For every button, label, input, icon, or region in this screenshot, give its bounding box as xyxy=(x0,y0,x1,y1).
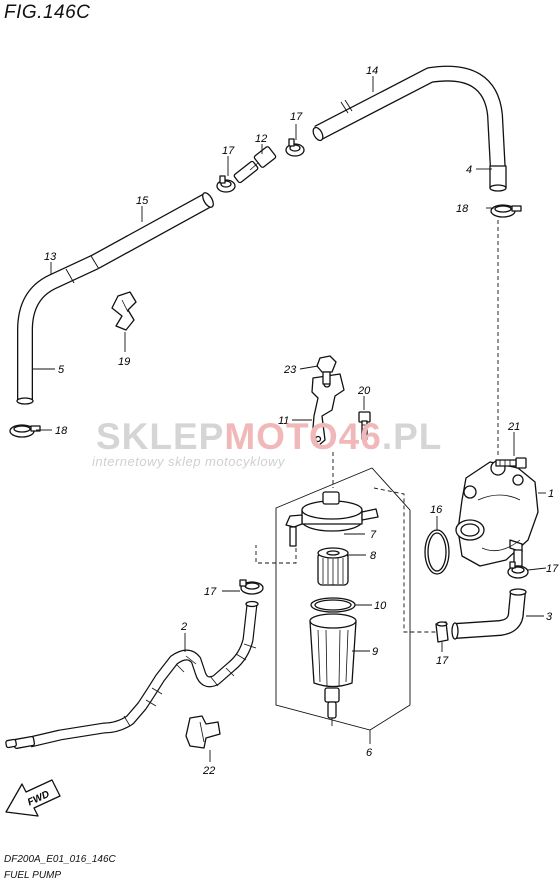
watermark-brand-accent: MOTO46 xyxy=(224,416,382,457)
watermark-brand: SKLEPMOTO46.PL xyxy=(96,416,442,458)
hose-2 xyxy=(5,600,259,749)
callout-18-right: 18 xyxy=(456,203,469,215)
callout-2: 2 xyxy=(180,621,187,633)
callout-12: 12 xyxy=(255,133,267,145)
callout-17-left-mid: 17 xyxy=(204,586,217,598)
callout-22: 22 xyxy=(202,765,215,777)
filter-element-8 xyxy=(317,547,349,586)
callout-13: 13 xyxy=(44,251,57,263)
callout-1: 1 xyxy=(548,488,554,500)
callout-17-right: 17 xyxy=(546,563,559,575)
clip-17-top-b xyxy=(285,138,305,157)
callout-7: 7 xyxy=(370,529,377,541)
filter-case-9 xyxy=(309,613,357,726)
bolt-21 xyxy=(495,457,527,469)
callout-16: 16 xyxy=(430,504,443,516)
o-ring-10 xyxy=(310,597,356,613)
clip-19 xyxy=(111,291,137,331)
fuel-pump-1 xyxy=(455,460,539,567)
callout-9: 9 xyxy=(372,646,378,658)
o-ring-16 xyxy=(424,529,450,575)
callout-6: 6 xyxy=(366,747,373,759)
figure-title: FIG.146C xyxy=(4,2,91,23)
callout-5: 5 xyxy=(58,364,65,376)
figure-name: FUEL PUMP xyxy=(4,870,62,881)
filter-head-7 xyxy=(285,491,379,547)
callout-4: 4 xyxy=(466,164,472,176)
clip-17-left-mid xyxy=(239,579,264,595)
callout-18-left: 18 xyxy=(55,425,68,437)
callout-8: 8 xyxy=(370,550,377,562)
assembly-box-6 xyxy=(275,467,411,731)
hose-15 xyxy=(91,192,214,270)
callout-17-top-b: 17 xyxy=(290,111,303,123)
callout-20: 20 xyxy=(357,385,371,397)
callout-14: 14 xyxy=(366,65,378,77)
watermark-brand-left: SKLEP xyxy=(96,416,225,457)
callout-10: 10 xyxy=(374,600,387,612)
callout-23: 23 xyxy=(283,364,297,376)
callouts: 14 4 17 12 17 15 13 5 18 19 18 23 20 11 … xyxy=(44,65,559,777)
callout-17-bottom-right: 17 xyxy=(436,655,449,667)
callout-17-top-a: 17 xyxy=(222,145,235,157)
clip-22 xyxy=(185,715,221,749)
hose-14 xyxy=(312,65,506,173)
fitting-12 xyxy=(233,146,277,184)
clip-17-top-a xyxy=(216,175,236,193)
watermark-brand-right: .PL xyxy=(381,416,443,457)
callout-21: 21 xyxy=(507,421,520,433)
hose-3 xyxy=(451,588,527,640)
figure-code: DF200A_E01_016_146C xyxy=(4,854,116,865)
callout-15: 15 xyxy=(136,195,149,207)
fwd-arrow-icon: FWD xyxy=(5,779,61,817)
clip-17-bottom-right xyxy=(435,621,449,643)
clip-18-right xyxy=(490,204,522,218)
watermark-tagline: internetowy sklep motocyklowy xyxy=(92,454,285,469)
bolt-20 xyxy=(358,411,371,440)
leader-lines xyxy=(33,76,547,762)
clip-18-left xyxy=(9,424,41,438)
hose-13-5 xyxy=(16,254,100,405)
hose-4 xyxy=(489,165,507,192)
callout-11: 11 xyxy=(278,415,289,427)
callout-19: 19 xyxy=(118,356,130,368)
callout-3: 3 xyxy=(546,611,553,623)
clip-17-right xyxy=(507,561,529,579)
